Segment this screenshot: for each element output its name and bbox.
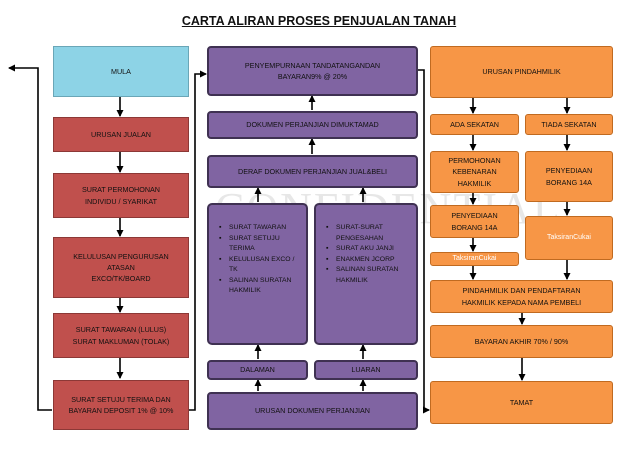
penyempurnaan-box: PENYEMPURNAAN TANDATANGANDAN BAYARAN9% @… (207, 46, 418, 96)
dalaman-item: SURAT SETUJU TERIMA (219, 234, 300, 255)
luaran-item: ENAKMEN JCORP (326, 255, 410, 266)
dalaman-documents-list: SURAT TAWARAN SURAT SETUJU TERIMA KELULU… (207, 203, 308, 345)
dalaman-box: DALAMAN (207, 360, 308, 380)
surat-tawaran-box: SURAT TAWARAN (LULUS) SURAT MAKLUMAN (TO… (53, 313, 189, 358)
surat-permohonan-box: SURAT PERMOHONAN INDIVIDU / SYARIKAT (53, 173, 189, 218)
permohonan-kebenaran-box: PERMOHONAN KEBENARAN HAKMILIK (430, 151, 519, 193)
dalaman-item: SURAT TAWARAN (219, 223, 300, 234)
urusan-jualan-box: URUSAN JUALAN (53, 117, 189, 152)
taksiran-cukai-left-box: TaksiranCukai (430, 252, 519, 266)
dalaman-item: SALINAN SURATAN HAKMILIK (219, 276, 300, 297)
dokumen-dimuktamad-box: DOKUMEN PERJANJIAN DIMUKTAMAD (207, 111, 418, 139)
luaran-documents-list: SURAT-SURAT PENGESAHAN SURAT AKU JANJI E… (314, 203, 418, 345)
loop-arrow (8, 64, 52, 411)
bayaran-akhir-box: BAYARAN AKHIR 70% / 90% (430, 325, 613, 358)
ada-sekatan-box: ADA SEKATAN (430, 114, 519, 135)
urusan-dokumen-box: URUSAN DOKUMEN PERJANJIAN (207, 392, 418, 430)
urusan-pindahmilik-box: URUSAN PINDAHMILIK (430, 46, 613, 98)
dalaman-item: KELULUSAN EXCO / TK (219, 255, 300, 276)
penyediaan-borang-right-box: PENYEDIAAN BORANG 14A (525, 151, 613, 202)
tamat-box: TAMAT (430, 381, 613, 424)
deraf-box: DERAF DOKUMEN PERJANJIAN JUAL&BELI (207, 155, 418, 188)
penyediaan-borang-left-box: PENYEDIAAN BORANG 14A (430, 205, 519, 238)
kelulusan-box: KELULUSAN PENGURUSAN ATASAN EXCO/TK/BOAR… (53, 237, 189, 298)
luaran-item: SALINAN SURATAN HAKMILIK (326, 265, 410, 286)
luaran-item: SURAT-SURAT PENGESAHAN (326, 223, 410, 244)
surat-setuju-box: SURAT SETUJU TERIMA DAN BAYARAN DEPOSIT … (53, 380, 189, 430)
luaran-box: LUARAN (314, 360, 418, 380)
tiada-sekatan-box: TIADA SEKATAN (525, 114, 613, 135)
pindahmilik-box: PINDAHMILIK DAN PENDAFTARAN HAKMILIK KEP… (430, 280, 613, 313)
taksiran-cukai-right-box: TaksiranCukai (525, 216, 613, 260)
mula-box: MULA (53, 46, 189, 97)
luaran-item: SURAT AKU JANJI (326, 244, 410, 255)
page-title: CARTA ALIRAN PROSES PENJUALAN TANAH (181, 14, 457, 28)
